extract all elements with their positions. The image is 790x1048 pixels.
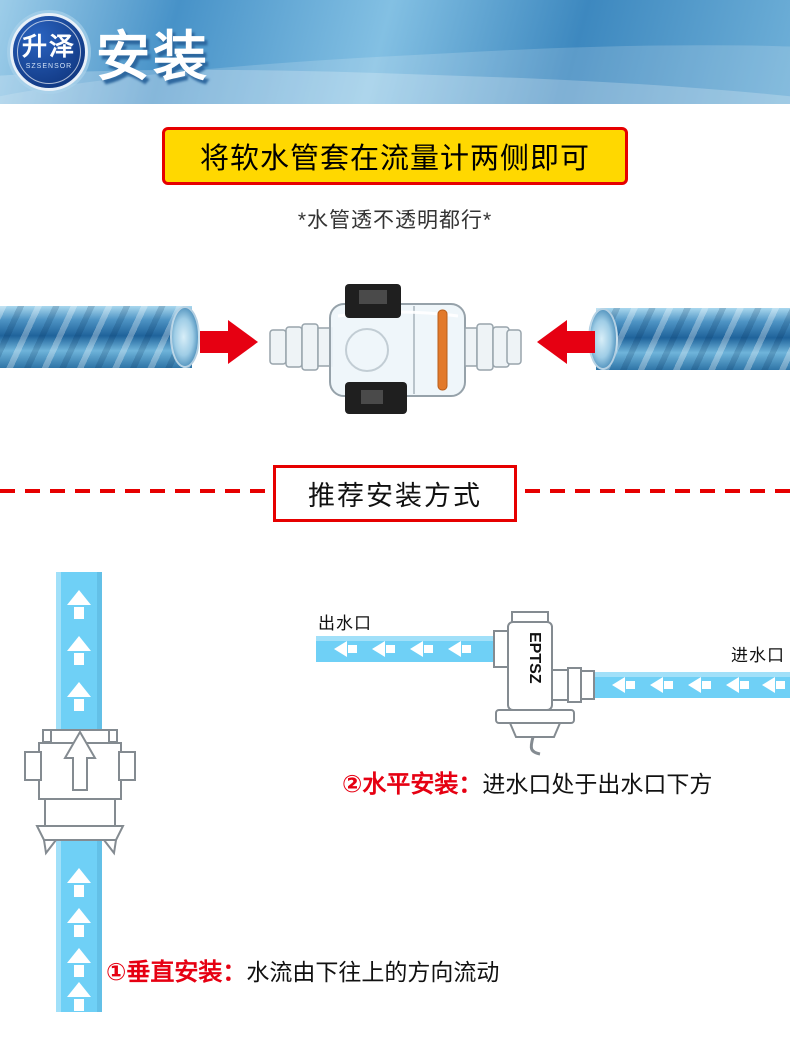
horizontal-install-diagram: EPTSZ <box>316 611 790 756</box>
device-label: EPTSZ <box>526 632 543 684</box>
logo-ring <box>17 20 81 84</box>
right-barb-fitting <box>464 323 522 371</box>
brand-logo: 升泽 SZSENSOR <box>10 13 88 91</box>
hose-opening <box>170 306 200 368</box>
outlet-label: 出水口 <box>318 614 372 633</box>
page-title: 安装 <box>96 27 210 87</box>
flow-arrow-up-icon <box>67 636 91 665</box>
red-arrow-left-icon <box>535 320 595 364</box>
arrow-tail <box>567 331 595 353</box>
left-hose <box>0 306 200 368</box>
flow-arrow-up-icon <box>67 682 91 711</box>
o-ring <box>437 309 448 391</box>
arrow-head <box>537 320 567 364</box>
flow-arrow-up-icon <box>67 982 91 1011</box>
flow-meter-illustration <box>269 284 522 414</box>
flow-direction-outline-arrow <box>63 729 97 791</box>
flow-arrow-up-icon <box>67 908 91 937</box>
inlet-label: 进水口 <box>731 646 785 665</box>
flow-arrow-up-icon <box>67 590 91 619</box>
flow-arrow-left-icon <box>612 677 635 693</box>
horizontal-caption-prefix: ②水平安装： <box>342 771 483 798</box>
outlet-pipe <box>316 636 494 662</box>
horizontal-caption-desc: 进水口处于出水口下方 <box>482 771 713 797</box>
vertical-install-caption: ①垂直安装：水流由下往上的方向流动 <box>106 952 499 987</box>
vertical-caption-prefix: ①垂直安装： <box>106 959 247 986</box>
flow-arrow-left-icon <box>448 641 471 657</box>
note-text: *水管透不透明都行* <box>297 209 493 232</box>
vertical-caption-desc: 水流由下往上的方向流动 <box>246 959 500 985</box>
flow-arrow-left-icon <box>650 677 673 693</box>
red-arrow-right-icon <box>200 320 260 364</box>
right-hose <box>588 308 790 370</box>
flow-arrow-left-icon <box>726 677 749 693</box>
flow-arrow-up-icon <box>67 948 91 977</box>
inlet-pipe <box>594 672 790 698</box>
flow-arrow-left-icon <box>410 641 433 657</box>
horizontal-install-caption: ②水平安装：进水口处于出水口下方 <box>342 764 712 799</box>
recommend-title-box: 推荐安装方式 <box>273 465 517 522</box>
sensor-clip-top <box>345 284 401 318</box>
flow-arrow-left-icon <box>762 677 785 693</box>
flow-arrow-up-icon <box>67 868 91 897</box>
instruction-banner: 将软水管套在流量计两侧即可 <box>162 127 628 185</box>
left-barb-fitting <box>269 323 333 371</box>
flow-meter-line-art <box>24 729 136 856</box>
arrow-head <box>228 320 258 364</box>
header-banner: 升泽 SZSENSOR 安装 <box>0 0 790 104</box>
flow-arrow-left-icon <box>334 641 357 657</box>
flow-arrow-left-icon <box>372 641 395 657</box>
sensor-clip-bottom <box>345 382 407 414</box>
mount-hook <box>529 736 541 756</box>
vertical-install-diagram <box>24 572 136 1012</box>
arrow-tail <box>200 331 228 353</box>
flow-meter-line-art <box>493 611 595 756</box>
flow-arrow-left-icon <box>688 677 711 693</box>
